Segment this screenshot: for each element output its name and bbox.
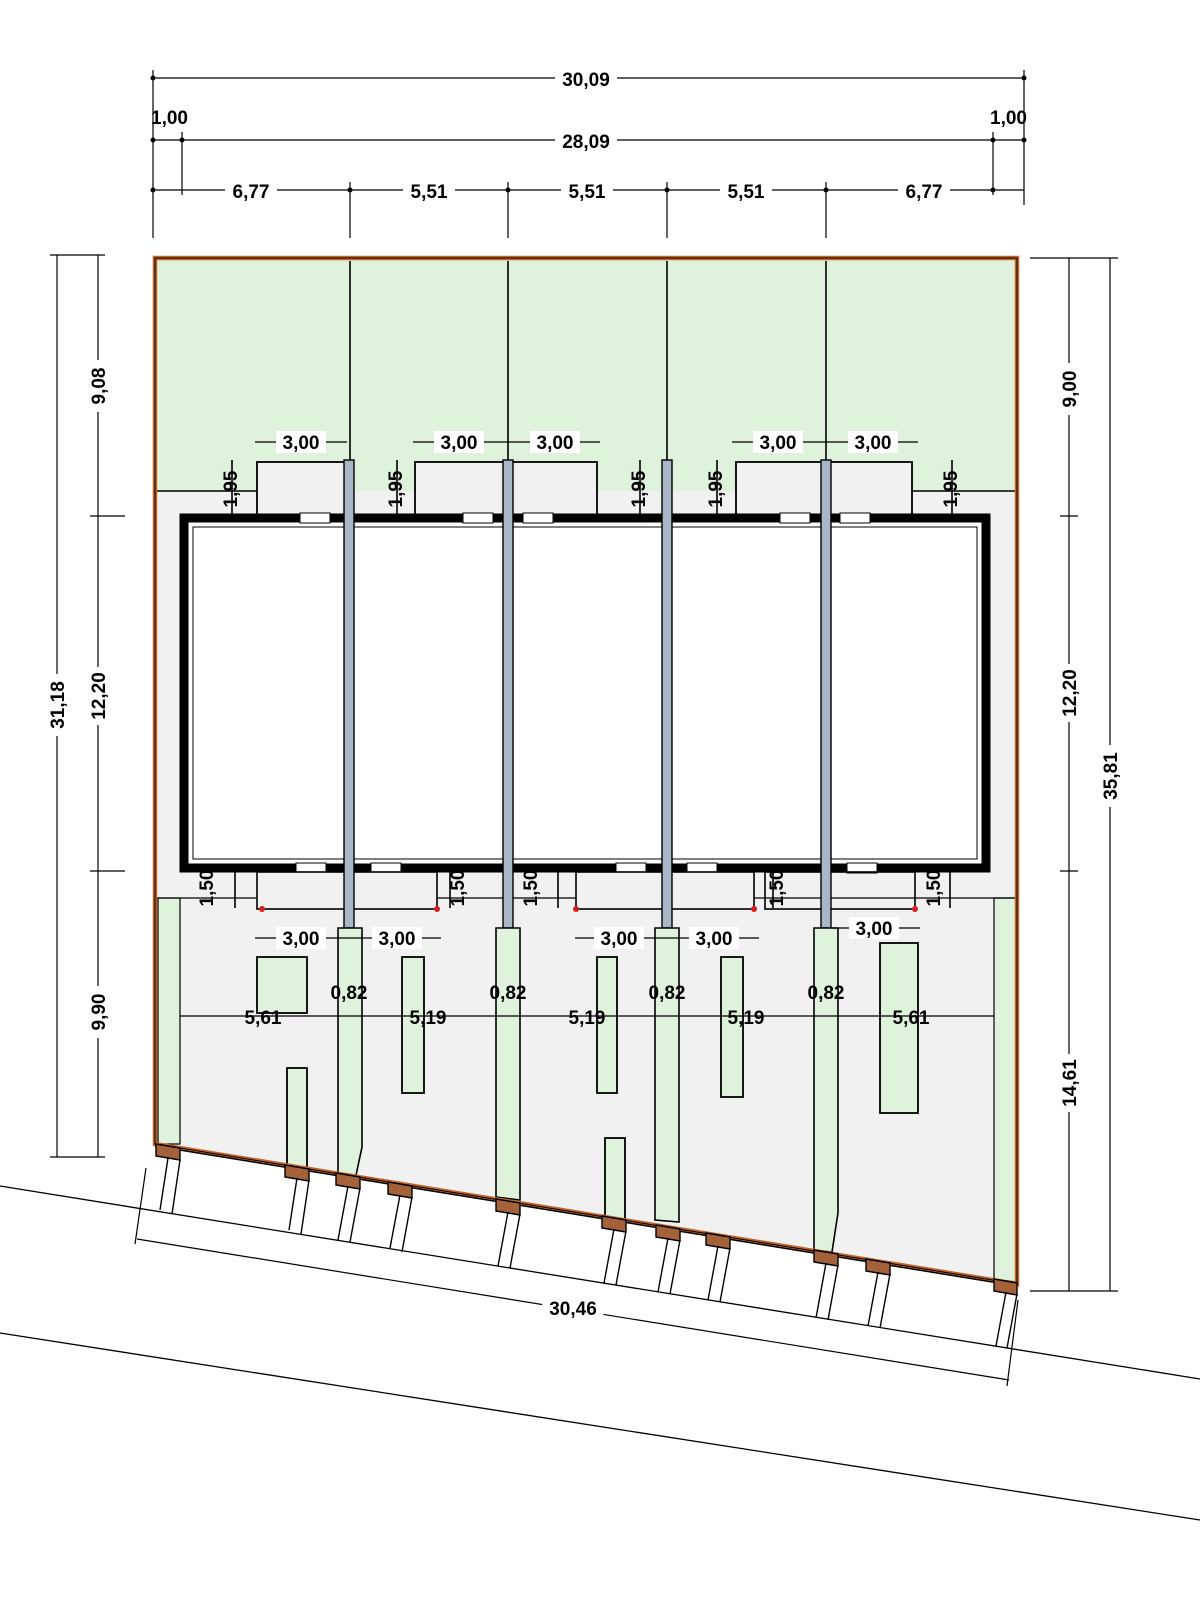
dim-top-seg-2: 5,51: [411, 182, 448, 203]
dim-lot-width-1: 5,61: [245, 1008, 282, 1029]
dim-right-overall: 35,81: [1101, 752, 1122, 800]
dim-rear-setback-4: 1,95: [706, 470, 727, 507]
dim-front-setback-4: 1,50: [767, 870, 788, 907]
front-planters: [256, 942, 919, 1221]
dim-top-inner: 28,09: [562, 132, 610, 153]
dim-left-overall: 31,18: [48, 681, 69, 729]
dim-top-offset-left: 1,00: [151, 108, 188, 129]
dim-top-offset-right: 1,00: [990, 108, 1027, 129]
dim-wall-gap-1: 0,82: [331, 983, 368, 1004]
dim-top-seg-1: 6,77: [233, 182, 270, 203]
party-wall: [661, 459, 673, 929]
side-garden-right: [993, 897, 1017, 1283]
dim-top-seg-5: 6,77: [906, 182, 943, 203]
side-garden-left: [157, 897, 181, 1145]
dim-rear-setback-2: 1,95: [386, 470, 407, 507]
dim-front-porch-2: 3,00: [379, 929, 416, 950]
dim-lot-width-4: 5,19: [728, 1008, 765, 1029]
dim-front-setback-1: 1,50: [197, 870, 218, 907]
dim-front-setback-3: 1,50: [521, 870, 542, 907]
dim-rear-porch-2: 3,00: [441, 433, 478, 454]
front-divider-walls: [337, 927, 839, 1253]
dim-bottom-overall: 30,46: [549, 1299, 597, 1320]
dim-rear-porch-5: 3,00: [855, 433, 892, 454]
dim-wall-gap-3: 0,82: [649, 983, 686, 1004]
dim-front-porch-5: 3,00: [856, 919, 893, 940]
building-inner-line: [192, 526, 978, 860]
dim-wall-gap-4: 0,82: [808, 983, 845, 1004]
dimension-labels: 30,09 1,00 1,00 28,09 6,77 5,51 5,51 5,5…: [45, 66, 1122, 1325]
dim-rear-setback-1: 1,95: [221, 470, 242, 507]
porch-markers: [259, 906, 918, 912]
rear-porch: [256, 461, 348, 521]
road-edges: [0, 1185, 1200, 1521]
dim-left-seg-3: 9,90: [89, 994, 110, 1031]
building-block: [179, 512, 991, 874]
dim-rear-porch-3: 3,00: [537, 433, 574, 454]
dim-front-setback-2: 1,50: [448, 870, 469, 907]
dim-lot-width-5: 5,61: [893, 1008, 930, 1029]
party-wall: [820, 459, 832, 929]
dim-top-seg-3: 5,51: [569, 182, 606, 203]
dim-front-porch-4: 3,00: [696, 929, 733, 950]
parking-lines: [159, 1157, 1018, 1349]
dim-rear-setback-3: 1,95: [629, 470, 650, 507]
dim-right-seg-2: 12,20: [1060, 669, 1081, 717]
front-porch: [764, 871, 916, 910]
dim-rear-porch-1: 3,00: [283, 433, 320, 454]
rear-garden-area: [155, 258, 1017, 491]
rear-windows: [299, 512, 871, 524]
dim-lot-width-2: 5,19: [410, 1008, 447, 1029]
dim-front-setback-5: 1,50: [924, 870, 945, 907]
party-wall: [502, 459, 514, 929]
dim-left-seg-2: 12,20: [89, 672, 110, 720]
dim-right-seg-1: 9,00: [1060, 371, 1081, 408]
dim-rear-setback-5: 1,95: [941, 470, 962, 507]
dim-front-porch-3: 3,00: [601, 929, 638, 950]
dim-top-seg-4: 5,51: [728, 182, 765, 203]
party-wall: [343, 459, 355, 929]
dim-wall-gap-2: 0,82: [490, 983, 527, 1004]
dim-rear-porch-4: 3,00: [760, 433, 797, 454]
dim-top-overall: 30,09: [562, 70, 610, 91]
dim-front-porch-1: 3,00: [283, 929, 320, 950]
building-outline: [179, 513, 991, 873]
dim-lot-width-3: 5,19: [569, 1008, 606, 1029]
dim-left-seg-1: 9,08: [89, 368, 110, 405]
dim-right-seg-3: 14,61: [1060, 1059, 1081, 1107]
